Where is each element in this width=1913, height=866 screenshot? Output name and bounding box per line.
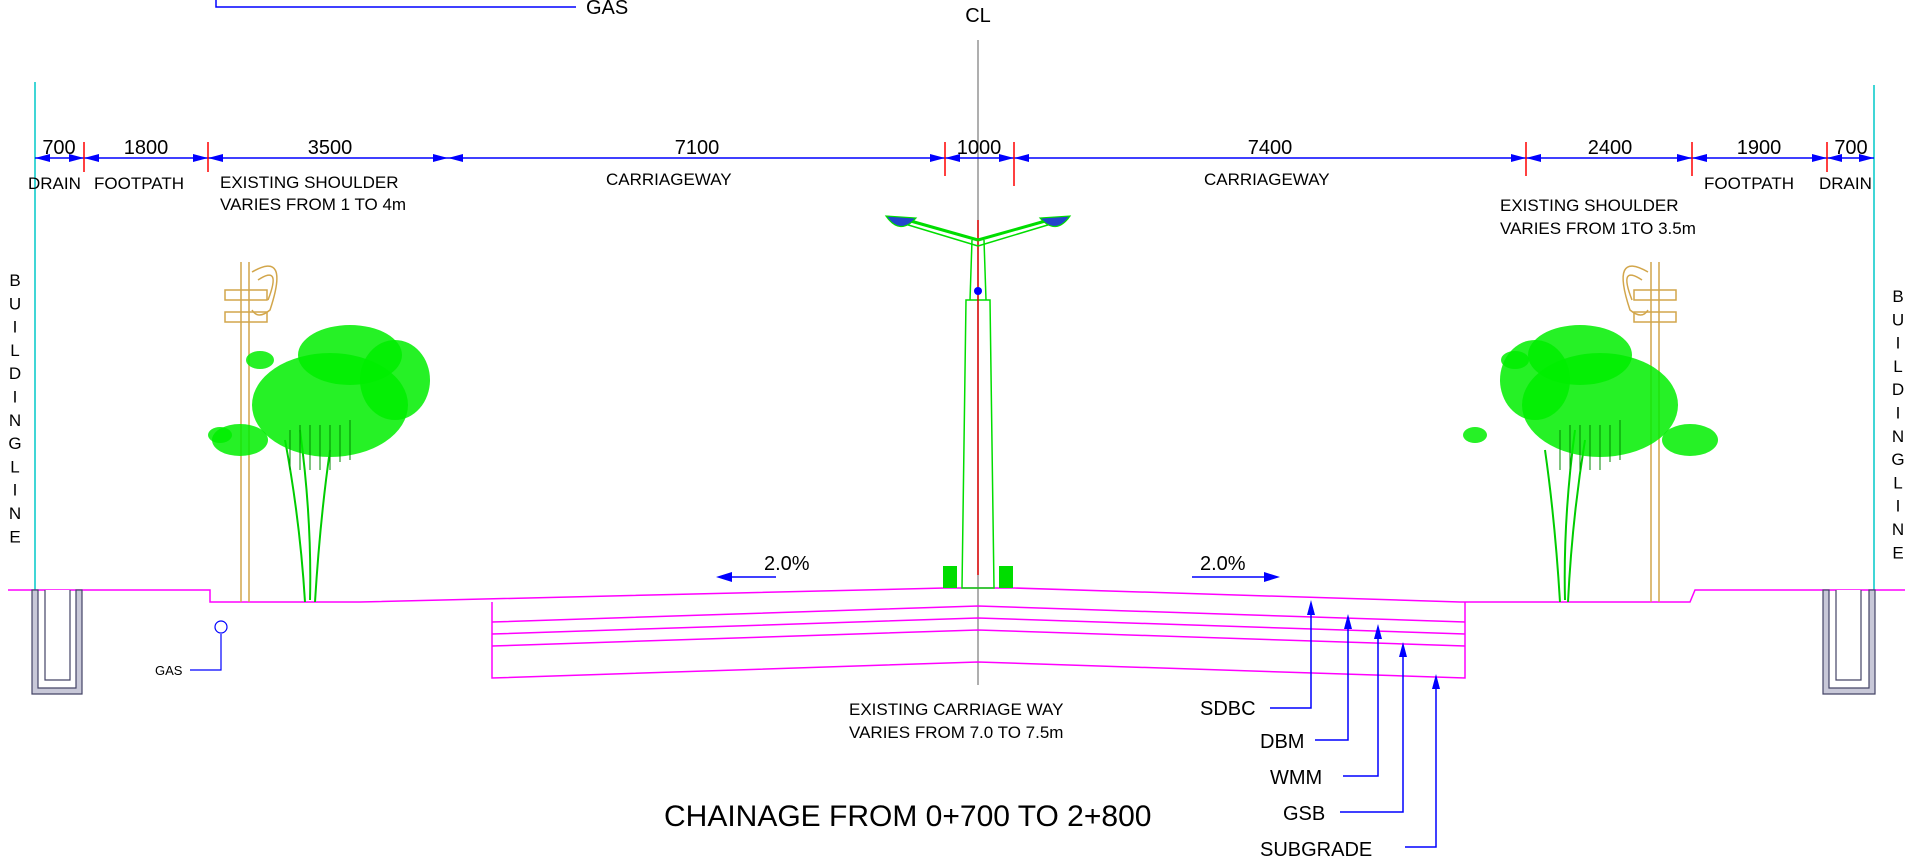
left-slope: 2.0% [716, 553, 810, 582]
left-building-line-letter: I [13, 388, 18, 407]
label-right-drain: DRAIN [1819, 174, 1872, 193]
dimension-chain: 700 1800 3500 7100 1000 7400 2400 1900 7… [35, 137, 1874, 186]
label-right-footpath: FOOTPATH [1704, 174, 1794, 193]
layer-wmm: WMM [1270, 767, 1322, 789]
drawing-title: CHAINAGE FROM 0+700 TO 2+800 [664, 800, 1151, 833]
left-building-line-letter: L [10, 341, 19, 360]
label-left-shoulder-1: EXISTING SHOULDER [220, 173, 399, 192]
left-building-line-letter: N [9, 411, 21, 430]
right-building-line-letter: D [1892, 380, 1904, 399]
right-building-line-letter: E [1892, 543, 1903, 562]
left-building-line-letter: I [13, 318, 18, 337]
dim-left-footpath: 1800 [124, 137, 169, 159]
right-building-line-letter: N [1892, 427, 1904, 446]
right-building-line-letter: I [1896, 334, 1901, 353]
ground-profile [8, 587, 1905, 679]
left-building-line-letter: D [9, 364, 21, 383]
dim-right-shoulder: 2400 [1588, 137, 1633, 159]
centerline-label: CL [965, 5, 991, 27]
dim-median: 1000 [957, 137, 1002, 159]
dim-right-carriageway: 7400 [1248, 137, 1293, 159]
right-building-line-letter: L [1893, 357, 1902, 376]
right-tree-icon [1463, 325, 1718, 603]
right-building-line-letter: I [1896, 404, 1901, 423]
right-building-line-letter: I [1896, 497, 1901, 516]
street-light-icon [884, 215, 1072, 589]
left-building-line-letter: B [9, 271, 20, 290]
right-building-line-letter: U [1892, 310, 1904, 329]
layer-arrowheads [1307, 600, 1440, 689]
right-building-line-letter: L [1893, 473, 1902, 492]
label-left-shoulder-2: VARIES FROM 1 TO 4m [220, 195, 406, 214]
right-drain [1822, 589, 1876, 695]
left-building-line-letter: N [9, 504, 21, 523]
label-left-carriageway: CARRIAGEWAY [606, 170, 732, 189]
left-slope-label: 2.0% [764, 553, 810, 575]
layer-dbm: DBM [1260, 731, 1304, 753]
label-left-footpath: FOOTPATH [94, 174, 184, 193]
top-gas-label: GAS [586, 0, 628, 19]
dim-right-footpath: 1900 [1737, 137, 1782, 159]
label-left-drain: DRAIN [28, 174, 81, 193]
dim-left-drain: 700 [42, 137, 75, 159]
label-right-shoulder-1: EXISTING SHOULDER [1500, 196, 1679, 215]
existing-carriageway-label-2: VARIES FROM 7.0 TO 7.5m [849, 723, 1063, 742]
dim-left-carriageway: 7100 [675, 137, 720, 159]
right-slope: 2.0% [1192, 553, 1280, 582]
label-right-carriageway: CARRIAGEWAY [1204, 170, 1330, 189]
right-building-line-letter: N [1892, 520, 1904, 539]
layer-subgrade: SUBGRADE [1260, 839, 1372, 861]
left-building-line-letter: U [9, 294, 21, 313]
gas-label: GAS [155, 663, 183, 678]
existing-carriageway-label-1: EXISTING CARRIAGE WAY [849, 700, 1063, 719]
zone-labels: DRAIN FOOTPATH EXISTING SHOULDER VARIES … [28, 170, 1872, 238]
right-building-line-letter: G [1891, 450, 1904, 469]
dim-left-shoulder: 3500 [308, 137, 353, 159]
label-right-shoulder-2: VARIES FROM 1TO 3.5m [1500, 219, 1696, 238]
layer-leaders [1270, 608, 1437, 848]
layer-gsb: GSB [1283, 803, 1325, 825]
top-gas-leader: GAS [215, 0, 628, 19]
left-drain [31, 589, 83, 695]
right-building-line-letter: B [1892, 287, 1903, 306]
gas-pipe: GAS [155, 620, 228, 678]
left-building-line-letter: E [9, 527, 20, 546]
left-tree-icon [208, 325, 430, 603]
left-building-line-letter: G [8, 434, 21, 453]
right-slope-label: 2.0% [1200, 553, 1246, 575]
left-building-line-letter: I [13, 481, 18, 500]
left-building-line-letter: L [10, 457, 19, 476]
layer-sdbc: SDBC [1200, 698, 1256, 720]
dim-right-drain: 700 [1834, 137, 1867, 159]
